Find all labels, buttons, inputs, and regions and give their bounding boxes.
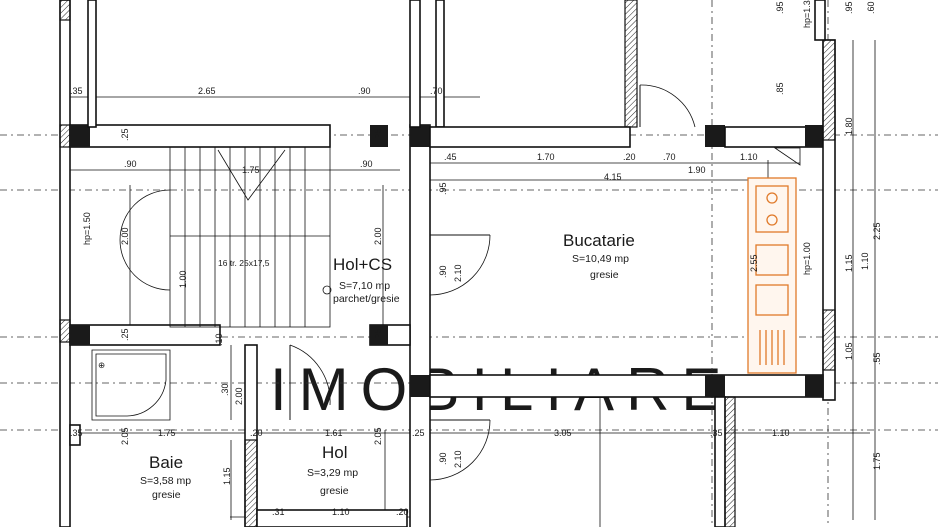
staircase [119,146,331,328]
dim-label: .25 [373,128,383,141]
dim-label: 1.80 [844,117,854,135]
room-bucatarie: Bucatarie S=10,49 mp gresie [563,231,635,281]
dim-label: 2.10 [453,264,463,282]
dim-label: .35 [70,86,83,96]
walls [59,0,836,527]
dim-label: 2.25 [872,222,882,240]
dim-label: hp=1.3 [802,0,812,28]
dim-label: 1.75 [872,452,882,470]
dim-label: .35 [710,428,723,438]
room-area-baie: S=3,58 mp [140,475,191,487]
dim-label: 1.75 [158,428,176,438]
room-area-bucatarie: S=10,49 mp [572,253,629,265]
dim-label: 2.00 [120,227,130,245]
dim-label: 2.05 [120,427,130,445]
dim-label: .25 [120,128,130,141]
room-area-hol-cs: S=7,10 mp [339,280,390,292]
dim-label: 4.15 [604,172,622,182]
dim-label: .90 [438,452,448,465]
room-area-hol: S=3,29 mp [307,467,358,479]
dim-label: 1.10 [860,252,870,270]
dim-label: 2.65 [198,86,216,96]
dim-label: .90 [124,159,137,169]
dim-label: .70 [663,152,676,162]
kitchen-counter [747,147,801,374]
shower: ⊕ [91,349,171,421]
dim-label: 1.15 [844,254,854,272]
dim-label: .35 [70,428,83,438]
dim-label: .90 [438,265,448,278]
room-floor-bucatarie: gresie [590,269,619,281]
room-baie: Baie S=3,58 mp gresie [140,453,191,501]
dim-label: .90 [358,86,371,96]
dim-label: .25 [412,428,425,438]
dim-label: 1.10 [740,152,758,162]
room-hol: Hol S=3,29 mp gresie [307,443,358,497]
room-name-bucatarie: Bucatarie [563,231,635,250]
dim-label: 1.15 [222,467,232,485]
dim-label: 1.10 [332,507,350,517]
dim-label: .25 [373,328,383,341]
dim-label: .20 [250,428,263,438]
doors [289,84,696,527]
dim-label: 2.05 [373,427,383,445]
dim-label: 1.70 [537,152,555,162]
dim-label: 1.00 [178,270,188,288]
room-name-baie: Baie [149,453,183,472]
dim-label: 1.61 [325,428,343,438]
dim-label: .90 [360,159,373,169]
dim-label: .20 [396,507,409,517]
vertical-dimension-labels: .25 .25 .25 .25 .95 2.00 1.00 2.00 .90 2… [82,0,882,485]
dim-label: .55 [872,352,882,365]
room-name-hol: Hol [322,443,348,462]
dim-label: .10 [214,333,224,346]
svg-text:⊕: ⊕ [98,360,105,370]
dim-label: 2.55 [749,254,759,272]
dim-label: .70 [430,86,443,96]
dim-label: 2.10 [453,450,463,468]
dim-label: 1.05 [844,342,854,360]
dim-label: 2.00 [234,387,244,405]
room-floor-hol-cs: parchet/gresie [333,293,400,305]
dim-label: 1.75 [242,165,260,175]
stairs-label: 16 tr. 25x17,5 [218,258,270,268]
dim-label: .30 [220,383,230,396]
dim-label: .95 [438,182,448,195]
dim-label: 2.00 [373,227,383,245]
dim-label: .95 [844,1,854,14]
dim-label: hp=1.00 [802,242,812,275]
dim-label: .95 [775,1,785,14]
dim-label: .31 [272,507,285,517]
room-name-hol-cs: Hol+CS [333,255,392,274]
dim-label: .25 [120,328,130,341]
dim-label: 3.05 [554,428,572,438]
room-hol-cs: Hol+CS S=7,10 mp parchet/gresie [322,255,400,305]
room-floor-hol: gresie [320,485,349,497]
room-floor-baie: gresie [152,489,181,501]
dim-label: .45 [444,152,457,162]
dim-label: .20 [623,152,636,162]
dim-label: 1.90 [688,165,706,175]
dim-label: hp=1.50 [82,212,92,245]
dim-label: .85 [775,82,785,95]
dimension-labels: .35 2.65 .90 .70 .90 1.75 .90 .45 1.70 .… [70,86,790,517]
dim-label: 1.10 [772,428,790,438]
dim-label: .60 [866,1,876,14]
